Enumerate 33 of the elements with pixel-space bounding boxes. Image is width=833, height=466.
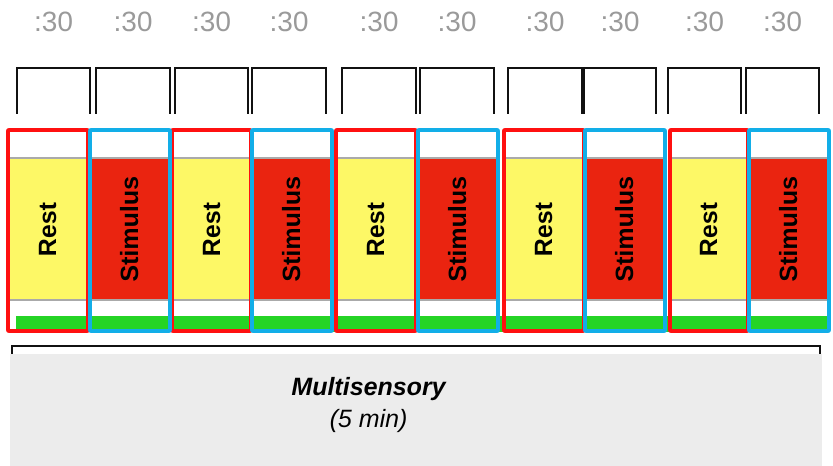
duration-label: :30 [360, 5, 398, 39]
block-label: Stimulus [611, 176, 639, 282]
stimulus-block [416, 128, 500, 333]
duration-label: :30 [438, 5, 476, 39]
duration-label: :30 [763, 5, 802, 39]
rest-block [6, 128, 90, 333]
rest-block [502, 128, 586, 333]
duration-label: :30 [34, 5, 73, 39]
rest-block [334, 128, 418, 333]
block-label: Stimulus [116, 176, 144, 282]
summary-panel [10, 354, 822, 466]
duration-label: :30 [526, 5, 564, 39]
rest-block [668, 128, 750, 333]
duration-label: :30 [685, 5, 724, 39]
block-label: Rest [695, 202, 723, 256]
block-label: Rest [530, 202, 558, 256]
block-label: Rest [362, 202, 390, 256]
duration-label: :30 [192, 5, 231, 39]
block-label: Stimulus [278, 176, 306, 282]
duration-label: :30 [114, 5, 152, 39]
duration-label: :30 [600, 5, 640, 39]
block-label: Stimulus [444, 176, 472, 282]
condition-title: Multisensory [291, 372, 446, 403]
stimulus-block [250, 128, 334, 333]
stimulus-block [583, 128, 667, 333]
block-label: Rest [34, 202, 62, 256]
stimulus-block [747, 128, 831, 333]
block-label: Stimulus [775, 176, 803, 282]
block-label: Rest [198, 202, 226, 256]
rest-block [170, 128, 253, 333]
duration-text: (5 min) [330, 404, 408, 435]
stimulus-block [88, 128, 172, 333]
duration-label: :30 [270, 5, 308, 39]
